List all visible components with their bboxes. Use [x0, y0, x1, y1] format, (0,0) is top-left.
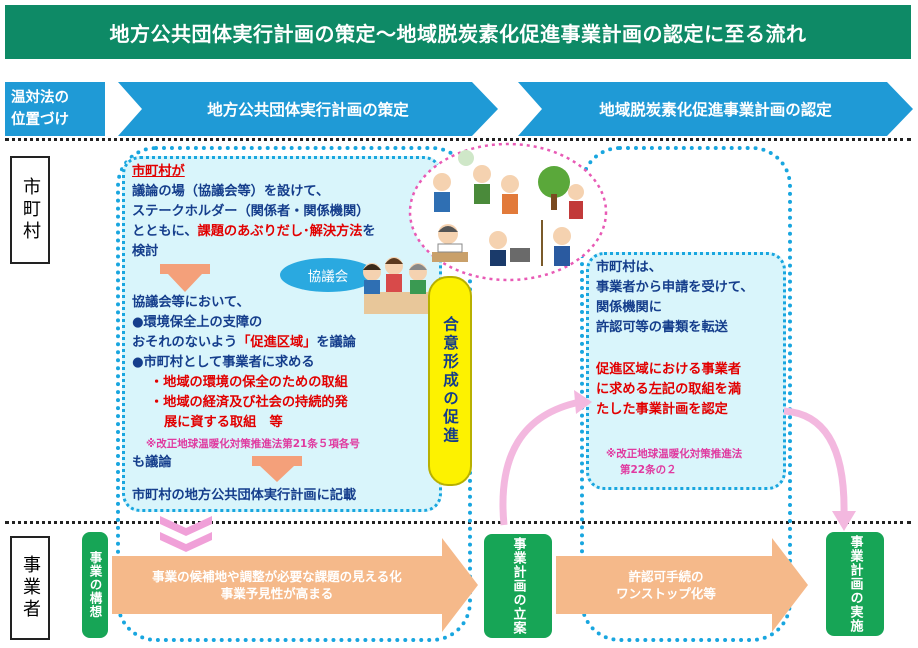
down-arrow-1	[160, 264, 210, 292]
panel-line-4c: を	[362, 224, 376, 239]
phase-chevron-certify: 地域脱炭素化促進事業計画の認定	[518, 82, 913, 136]
right-line-3: 関係機関に	[596, 300, 662, 315]
arrow-onestop	[556, 538, 808, 632]
panel-line-4b: 課題のあぶりだし･解決方法	[197, 224, 363, 239]
curved-arrow-up	[499, 390, 592, 526]
right-red-2: に求める左記の取組を満	[596, 382, 742, 397]
panel-line-5: 検討	[132, 244, 159, 259]
arrow-onestop-text: 許認可手続の ワンストップ化等	[556, 568, 776, 602]
right-line-4: 許認可等の書類を転送	[596, 320, 728, 335]
arrow-onestop-line1: 許認可手続の	[628, 569, 704, 584]
double-chevron-down	[160, 516, 212, 552]
position-label-line2: 位置づけ	[11, 112, 69, 128]
divider-top	[5, 138, 911, 141]
stakeholders-group	[408, 142, 608, 282]
phase-label-plan: 地方公共団体実行計画の策定	[207, 101, 409, 119]
right-line-2: 事業者から申請を受けて、	[596, 280, 754, 295]
chevron-shape	[518, 82, 913, 136]
curved-arrow-down	[783, 407, 856, 531]
right-red-1: 促進区域における事業者	[596, 362, 742, 377]
certify-detail-panel	[586, 252, 786, 490]
panel-line-6: 協議会等において、	[132, 295, 250, 310]
bullet-1a: ●環境保全上の支障の	[132, 315, 263, 330]
sub-item-1: ・地域の環境の保全のための取組	[150, 375, 348, 390]
step-concept: 事業の構想	[82, 532, 108, 638]
divider-middle	[5, 521, 911, 524]
bullet-1b-c: を議論	[316, 335, 356, 350]
certify-column-outline	[580, 146, 792, 642]
phase-chevron-plan: 地方公共団体実行計画の策定	[118, 82, 498, 136]
kyogikai-bubble: 協議会	[280, 258, 376, 292]
step-planning: 事業計画の立案	[484, 534, 552, 638]
law-note-21: ※改正地球温暖化対策推進法第21条５項各号	[146, 438, 360, 450]
sub-item-2a: ・地域の経済及び社会の持続的発	[150, 395, 348, 410]
panel-line-3: ステークホルダー（関係者・関係機関）	[132, 204, 370, 219]
meeting-illustration	[363, 257, 428, 314]
bullet-1b: おそれのないよう「促進区域」を議論	[132, 333, 356, 353]
sub-item-2b: 展に資する取組 等	[164, 415, 283, 430]
bullet-1b-a: おそれのないよう	[132, 335, 238, 350]
right-red-3: たした事業計画を認定	[596, 402, 728, 417]
arrow-visibility-text: 事業の候補地や調整が必要な課題の見える化 事業予見性が高まる	[112, 568, 442, 602]
phase-label-certify: 地域脱炭素化促進事業計画の認定	[599, 101, 832, 119]
consensus-pill: 合意形成の促進	[428, 276, 472, 486]
arrow-onestop-line2: ワンストップ化等	[616, 586, 716, 601]
position-label-line1: 温対法の	[11, 90, 69, 106]
panel-line-4: とともに、課題のあぶりだし･解決方法を	[132, 222, 376, 242]
position-label: 温対法の 位置づけ	[5, 82, 105, 136]
page-title: 地方公共団体実行計画の策定～地域脱炭素化促進事業計画の認定に至る流れ	[5, 5, 911, 59]
step-implementation: 事業計画の実施	[826, 532, 884, 636]
panel-line-8: 市町村の地方公共団体実行計画に記載	[132, 488, 357, 503]
law-note-22-a: ※改正地球温暖化対策推進法	[606, 448, 743, 460]
arrow-visibility	[112, 538, 478, 632]
law-note-22-b: 第22条の２	[620, 464, 677, 476]
arrow-visibility-line1: 事業の候補地や調整が必要な課題の見える化	[152, 569, 402, 584]
panel-line-2: 議論の場（協議会等）を設けて、	[132, 184, 330, 199]
chevron-shape	[118, 82, 498, 136]
arrow-visibility-line2: 事業予見性が高まる	[220, 586, 334, 601]
panel-line-7: も議論	[132, 455, 172, 470]
panel-line-4a: とともに、	[132, 224, 198, 239]
actor-business: 事業者	[10, 536, 50, 640]
bullet-1b-b: 「促進区域」	[237, 335, 317, 350]
down-arrow-2	[252, 456, 302, 482]
bullet-2: ●市町村として事業者に求める	[132, 355, 315, 370]
panel-line-1: 市町村が	[132, 164, 185, 179]
right-line-1: 市町村は、	[596, 260, 662, 275]
actor-municipality: 市町村	[10, 156, 50, 264]
